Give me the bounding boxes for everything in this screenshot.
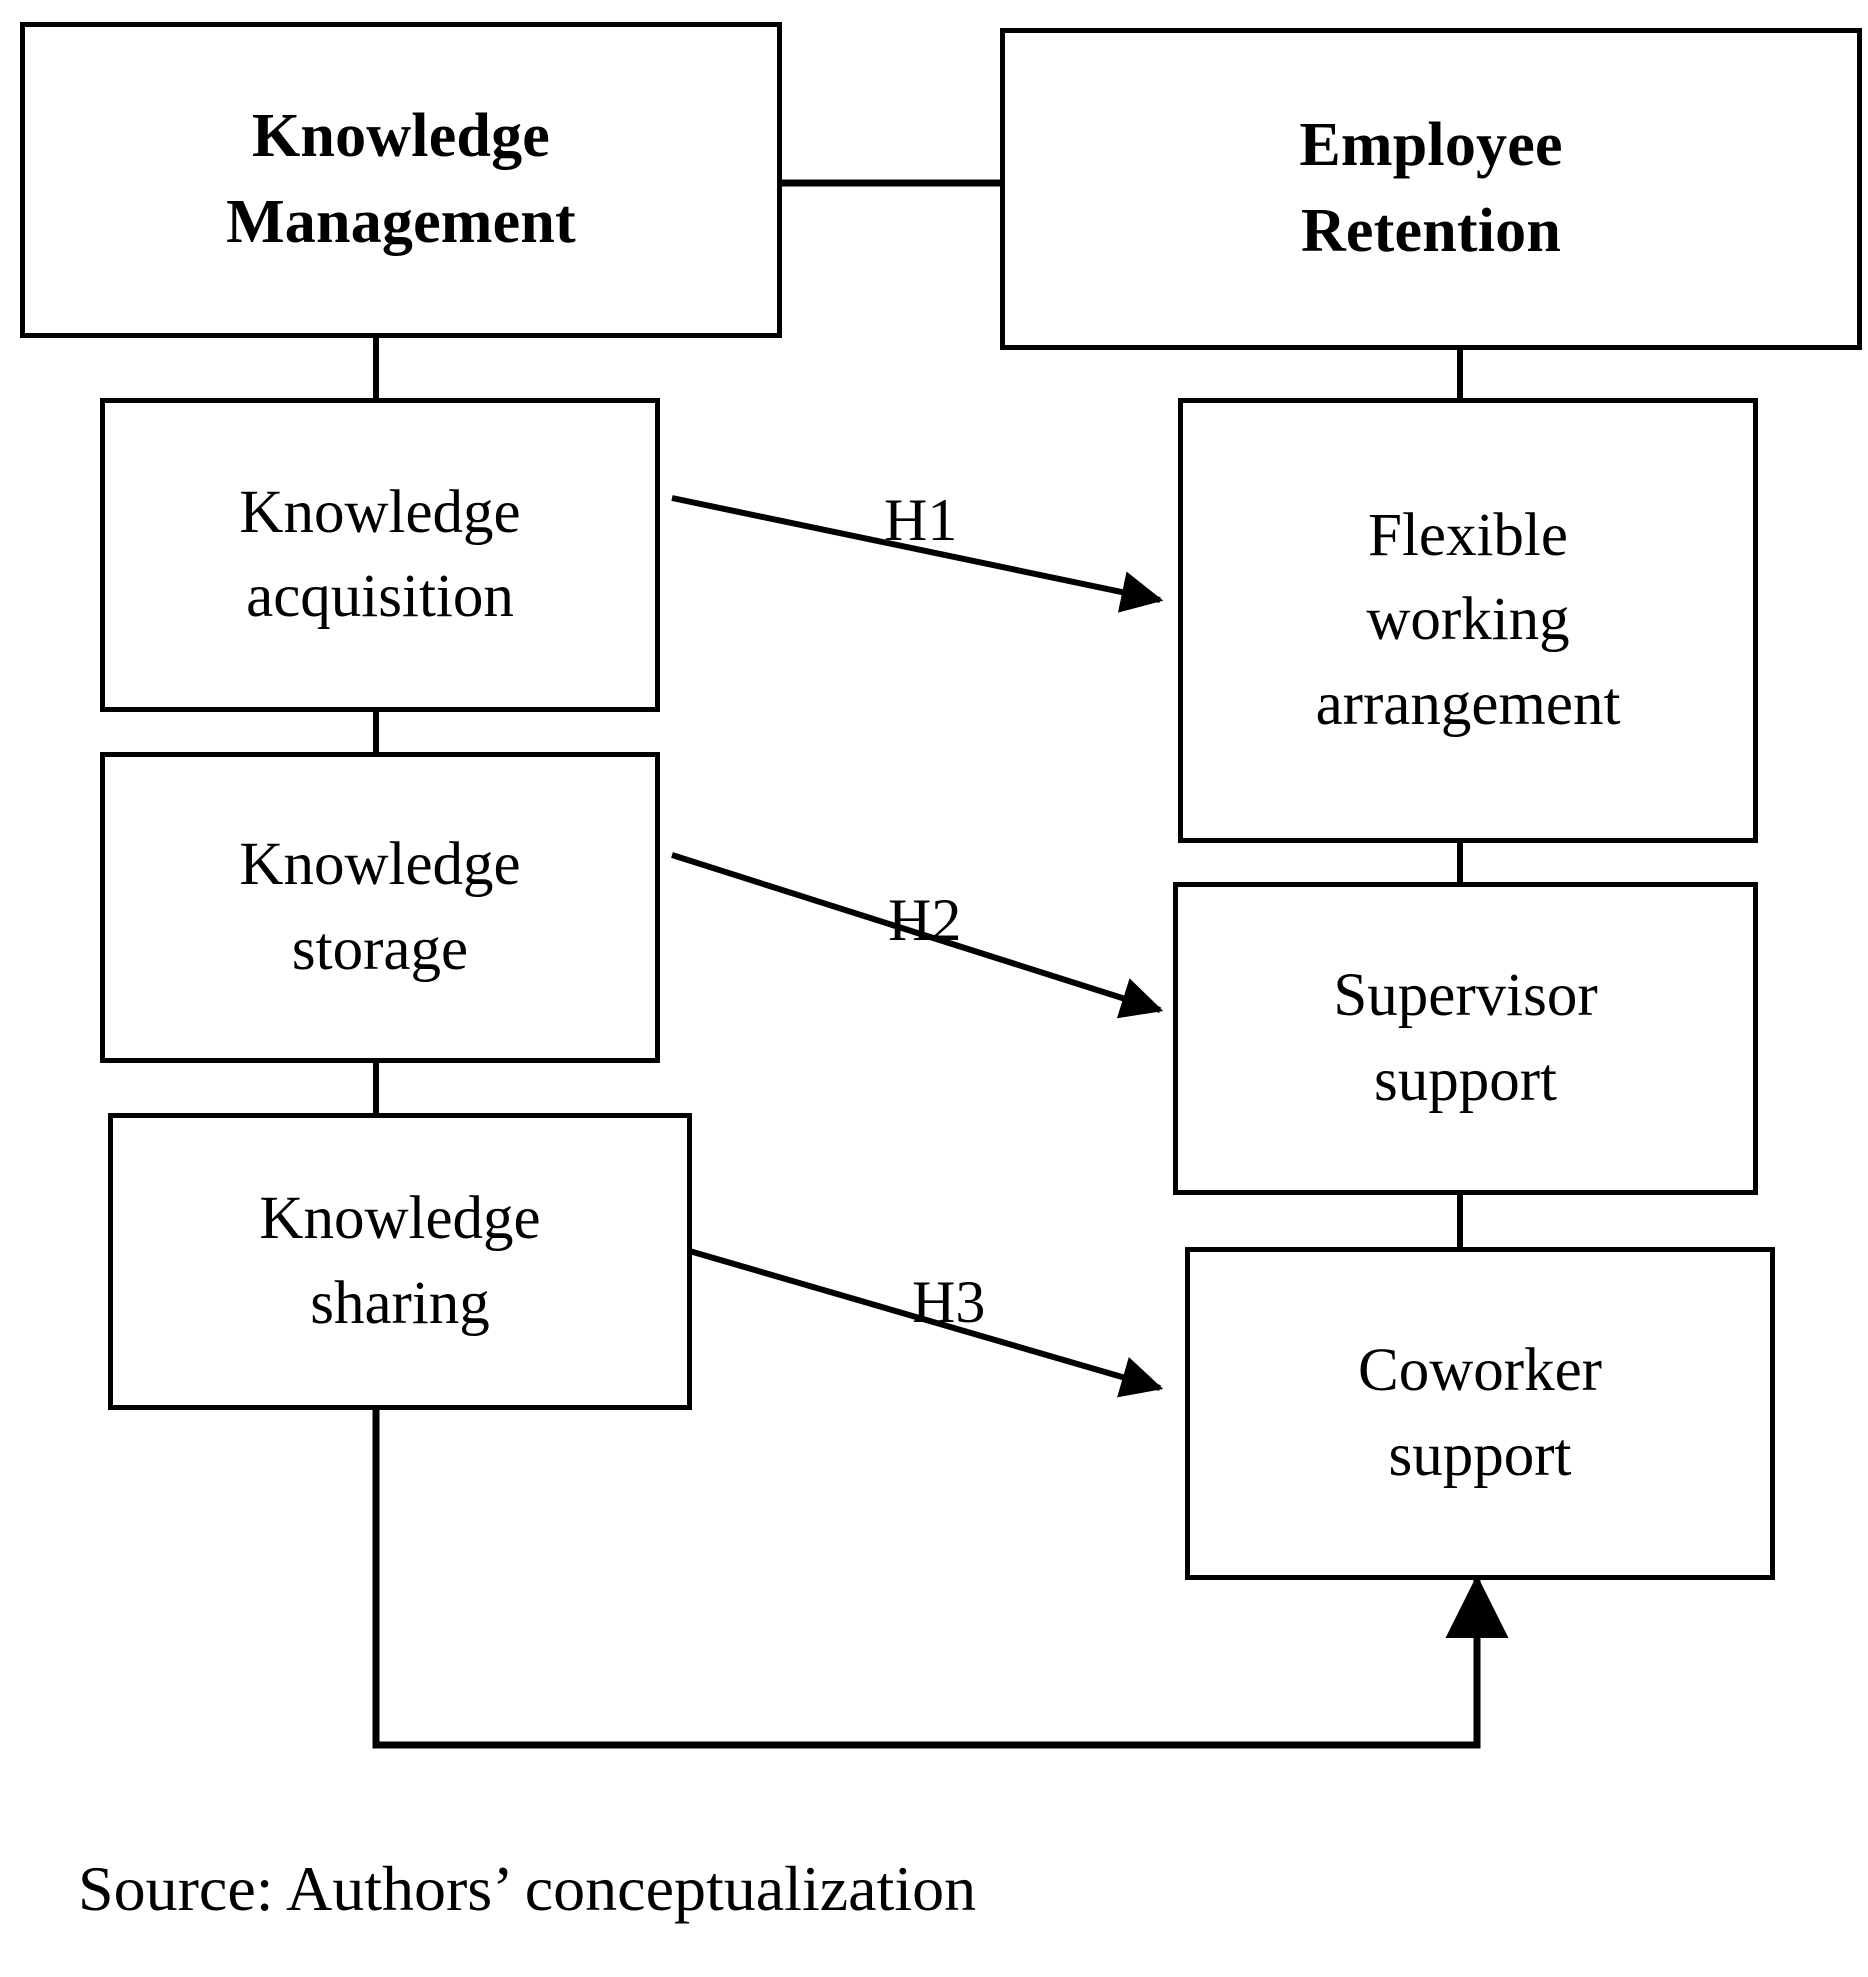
node-coworker-support-line1: Coworker: [1358, 1337, 1602, 1405]
node-knowledge-acquisition-line1: Knowledge: [239, 478, 521, 546]
connector-h3-sharing-to-coworker: [685, 1247, 1164, 1398]
node-knowledge-sharing-line2: sharing: [310, 1269, 490, 1337]
node-employee-retention-line1: Employee: [1299, 111, 1563, 180]
node-coworker-support[interactable]: Coworker support: [1185, 1247, 1775, 1580]
node-knowledge-management[interactable]: Knowledge Management: [20, 22, 782, 338]
connector-h1-acquisition-to-flexible: [671, 495, 1164, 613]
node-supervisor-support-line2: support: [1374, 1046, 1557, 1114]
node-coworker-support-line2: support: [1388, 1421, 1572, 1489]
node-employee-retention-line2: Retention: [1300, 197, 1562, 265]
node-knowledge-storage[interactable]: Knowledge storage: [100, 752, 660, 1063]
node-knowledge-management-line2: Management: [226, 188, 576, 256]
node-knowledge-management-line1: Knowledge: [251, 102, 551, 171]
node-knowledge-storage-line1: Knowledge: [239, 831, 521, 899]
node-knowledge-sharing-line1: Knowledge: [259, 1185, 541, 1253]
connector-sharing-loop-to-coworker: [372, 1410, 1509, 1749]
node-supervisor-support-line1: Supervisor: [1333, 962, 1598, 1030]
node-flexible-working-arrangement[interactable]: Flexible working arrangement: [1178, 398, 1758, 843]
node-flexible-working-arrangement-line1: Flexible: [1368, 502, 1568, 570]
source-note: Source: Authors’ conceptualization: [78, 1853, 977, 1924]
node-knowledge-acquisition[interactable]: Knowledge acquisition: [100, 398, 660, 712]
edge-label-h2: H2: [888, 887, 962, 953]
node-knowledge-acquisition-line2: acquisition: [246, 563, 514, 630]
node-flexible-working-arrangement-line2: working: [1366, 586, 1570, 654]
node-employee-retention[interactable]: Employee Retention: [1000, 28, 1862, 350]
node-flexible-working-arrangement-line3: arrangement: [1315, 670, 1621, 738]
edge-label-h3: H3: [912, 1269, 986, 1335]
edge-label-h1: H1: [884, 487, 958, 553]
connector-h2-storage-to-supervisor: [671, 852, 1164, 1019]
node-knowledge-storage-line2: storage: [291, 915, 469, 983]
node-supervisor-support[interactable]: Supervisor support: [1173, 882, 1758, 1195]
node-knowledge-sharing[interactable]: Knowledge sharing: [108, 1113, 692, 1410]
